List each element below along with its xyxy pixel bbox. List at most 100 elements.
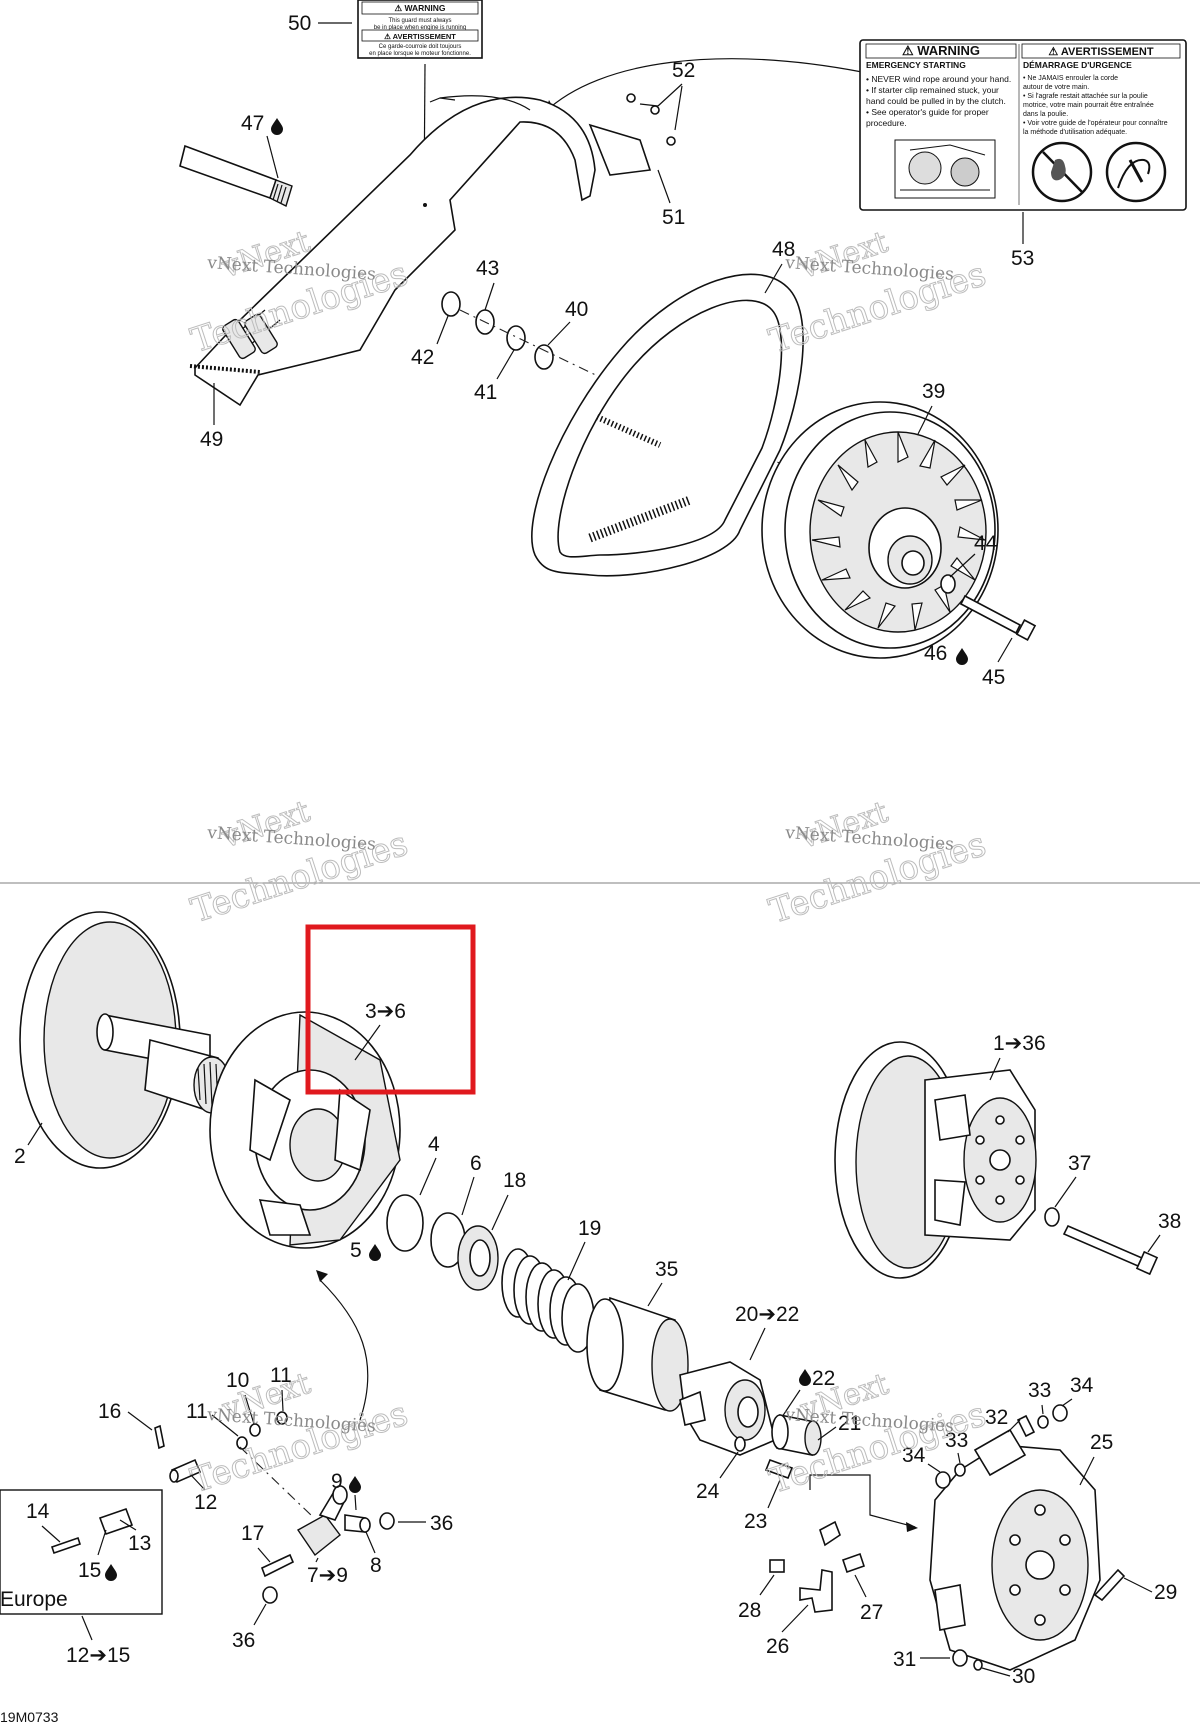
europe-inset bbox=[0, 1489, 163, 1615]
callout-29: 29 bbox=[1154, 1581, 1177, 1604]
nut-34b bbox=[935, 1471, 951, 1489]
decal-53-fr5: dans la poulie. bbox=[1023, 111, 1068, 118]
watermark-mid-right: vNext Technologies bbox=[764, 794, 991, 932]
washer-33a bbox=[1037, 1415, 1049, 1429]
governor-cup-25 bbox=[929, 1428, 1101, 1671]
decal-53-en3: hand could be pulled in by the clutch. bbox=[866, 96, 1006, 106]
callout-50: 50 bbox=[288, 12, 311, 35]
pin-14 bbox=[50, 1536, 82, 1555]
screw-top bbox=[819, 1520, 841, 1547]
callout-40: 40 bbox=[565, 298, 588, 321]
decal-50-title-en: ⚠ WARNING bbox=[394, 3, 445, 13]
washer-24 bbox=[734, 1436, 746, 1452]
nut-36b bbox=[262, 1586, 278, 1604]
bolt-38 bbox=[1062, 1224, 1144, 1268]
screws-52 bbox=[626, 93, 676, 146]
decal-53-fr3: • Si l'agrafe restait attachée sur la po… bbox=[1023, 93, 1148, 100]
callout-23: 23 bbox=[744, 1510, 767, 1533]
spring-19 bbox=[501, 1248, 595, 1353]
callout-44: 44 bbox=[974, 532, 998, 555]
drive-pulley-movable-half bbox=[209, 1011, 401, 1249]
callout-52: 52 bbox=[672, 59, 695, 82]
rings-40-43 bbox=[441, 291, 554, 370]
callout-38: 38 bbox=[1158, 1210, 1181, 1233]
pin-17 bbox=[260, 1553, 295, 1578]
callout-12-to-15: 12➔15 bbox=[66, 1644, 130, 1667]
callout-24: 24 bbox=[696, 1480, 720, 1503]
callout-1-to-36: 1➔36 bbox=[993, 1032, 1046, 1055]
washer-37 bbox=[1044, 1207, 1060, 1227]
belt-guard bbox=[189, 95, 652, 407]
decal-53-sub-fr: DÉMARRAGE D'URGENCE bbox=[1023, 60, 1132, 70]
decal-50-line3: Ce garde-courroie doit toujours bbox=[379, 44, 462, 50]
callout-47: 47 bbox=[241, 112, 264, 135]
callout-42: 42 bbox=[411, 346, 434, 369]
callout-27: 27 bbox=[860, 1601, 883, 1624]
callout-33b: 33 bbox=[945, 1429, 968, 1452]
decal-53-fr6: • Voir votre guide de l'opérateur pour c… bbox=[1023, 120, 1168, 127]
callout-41: 41 bbox=[474, 381, 497, 404]
callout-43: 43 bbox=[476, 257, 499, 280]
decal-53-en4: • See operator's guide for proper bbox=[866, 107, 989, 117]
callout-17: 17 bbox=[241, 1522, 264, 1545]
callout-28: 28 bbox=[738, 1599, 761, 1622]
pin-27 bbox=[841, 1552, 866, 1574]
driven-pulley-39 bbox=[761, 401, 999, 659]
callout-48: 48 bbox=[772, 238, 795, 261]
callout-34a: 34 bbox=[1070, 1374, 1094, 1397]
callout-5: 5 bbox=[350, 1239, 362, 1262]
callout-15: 15 bbox=[78, 1559, 101, 1582]
callout-3-to-6: 3➔6 bbox=[365, 1000, 406, 1023]
nut-36a bbox=[379, 1512, 395, 1530]
decal-50-title-fr: ⚠ AVERTISSEMENT bbox=[384, 32, 456, 41]
engine-pictogram bbox=[894, 139, 996, 199]
callout-36b: 36 bbox=[232, 1629, 255, 1652]
callout-49: 49 bbox=[200, 428, 223, 451]
callout-25: 25 bbox=[1090, 1431, 1113, 1454]
callout-16: 16 bbox=[98, 1400, 121, 1423]
decal-53-fr1: • Ne JAMAIS enrouler la corde bbox=[1023, 75, 1118, 82]
screw-29 bbox=[1093, 1568, 1126, 1602]
callout-7-to-9: 7➔9 bbox=[307, 1564, 348, 1587]
warning-decal-53: ⚠ WARNING ⚠ AVERTISSEMENT EMERGENCY STAR… bbox=[859, 39, 1187, 211]
screw-16 bbox=[154, 1424, 165, 1450]
washer-44 bbox=[940, 574, 956, 594]
callout-2: 2 bbox=[14, 1145, 26, 1168]
callout-31: 31 bbox=[893, 1648, 916, 1671]
bushing-13 bbox=[98, 1507, 134, 1536]
bracket-arrow bbox=[809, 1474, 916, 1528]
callout-11a: 11 bbox=[270, 1364, 292, 1387]
lever-assembly-7-9 bbox=[296, 1485, 371, 1557]
decal-53-fr4: motrice, votre main pourrait être entraî… bbox=[1023, 102, 1154, 109]
callout-6: 6 bbox=[470, 1152, 482, 1175]
callout-18: 18 bbox=[503, 1169, 526, 1192]
callout-46: 46 bbox=[924, 642, 947, 665]
callout-4: 4 bbox=[428, 1133, 440, 1156]
decal-50-line4: en place lorsque le moteur fonctionne. bbox=[369, 51, 471, 57]
spider-20-22 bbox=[679, 1361, 776, 1456]
callout-36a: 36 bbox=[430, 1512, 453, 1535]
highlight-box bbox=[305, 924, 476, 1095]
callout-37: 37 bbox=[1068, 1152, 1091, 1175]
oil-drop-icon bbox=[271, 118, 283, 135]
bushing-35 bbox=[586, 1296, 689, 1412]
callout-53: 53 bbox=[1011, 247, 1034, 270]
drawing-code: 19M0733 bbox=[0, 1709, 59, 1725]
callout-19: 19 bbox=[578, 1217, 601, 1240]
decal-53-fr7: la méthode d'utilisation adéquate. bbox=[1023, 129, 1127, 136]
screw-28 bbox=[769, 1559, 785, 1573]
washer-30 bbox=[973, 1659, 983, 1671]
bracket-26 bbox=[799, 1569, 833, 1613]
nut-34a bbox=[1052, 1404, 1068, 1422]
decal-53-en2: • If starter clip remained stuck, your bbox=[866, 85, 999, 95]
europe-label: Europe bbox=[0, 1588, 68, 1611]
decal-50-line1: This guard must always bbox=[388, 18, 451, 24]
washer-33b bbox=[954, 1463, 966, 1477]
callout-45: 45 bbox=[982, 666, 1005, 689]
callout-8: 8 bbox=[370, 1554, 382, 1577]
bolt-45 bbox=[959, 594, 1022, 635]
nut-31 bbox=[952, 1649, 968, 1667]
ring-11b bbox=[276, 1411, 288, 1425]
drive-pulley-assembly-1-36 bbox=[834, 1041, 1037, 1279]
